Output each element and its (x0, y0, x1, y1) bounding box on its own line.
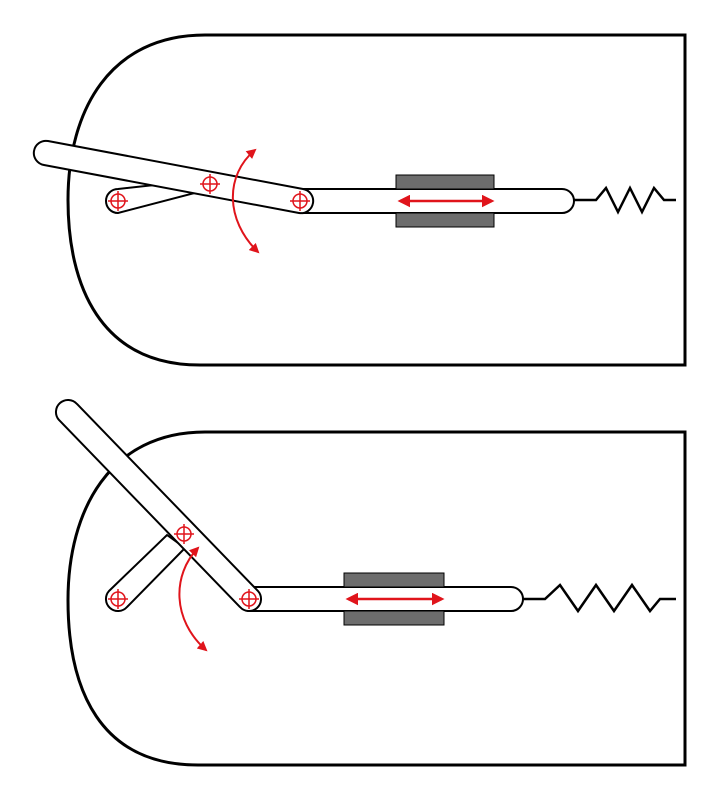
panel-bottom (54, 398, 687, 767)
lever-top (32, 139, 315, 215)
spring-icon (523, 582, 676, 614)
short-link-bottom (104, 533, 187, 613)
rotation-arrow-icon (231, 148, 260, 254)
spring-icon (574, 185, 676, 215)
guide-block-upper-bottom (343, 572, 445, 588)
guide-block-lower-bottom (343, 610, 445, 626)
pivot-icon (290, 191, 310, 211)
pivot-icon (108, 191, 128, 211)
panel-top (32, 33, 687, 367)
pivot-icon (200, 174, 220, 194)
lever-bottom (54, 398, 263, 613)
pivot-icon (239, 589, 259, 609)
rotation-arrow-icon (178, 546, 208, 652)
pivot-icon (174, 524, 194, 544)
guide-block-upper-top (395, 174, 495, 190)
pivot-icon (108, 589, 128, 609)
guide-block-lower-top (395, 212, 495, 228)
